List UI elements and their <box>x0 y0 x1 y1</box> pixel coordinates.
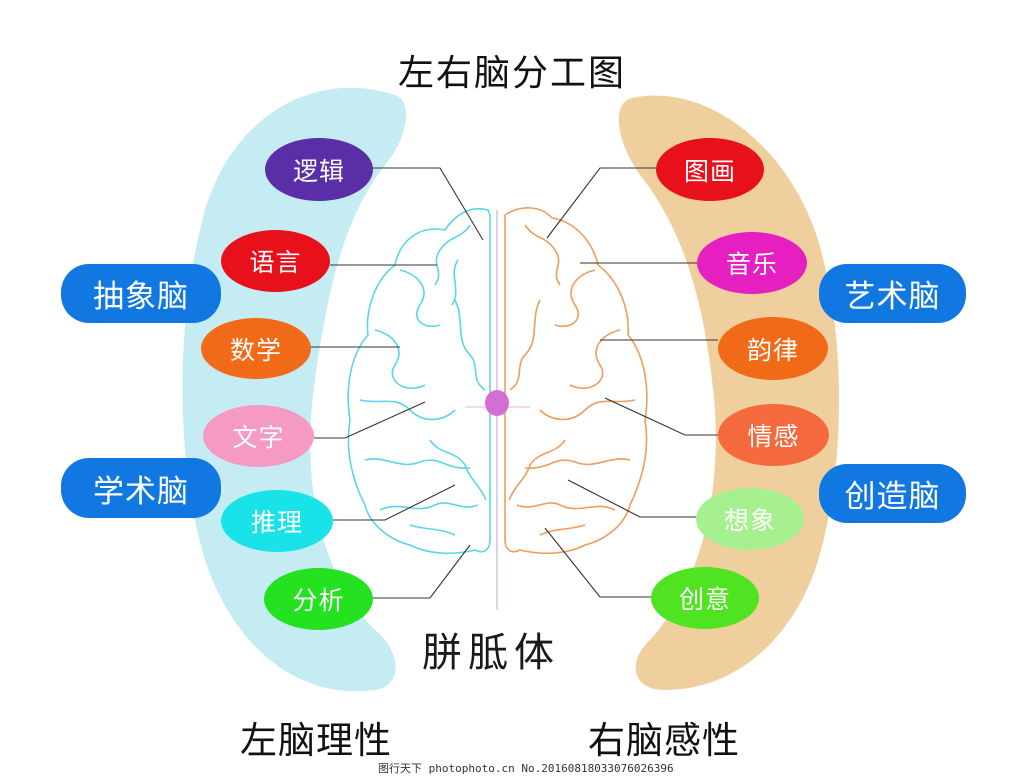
right-brain-caption: 右脑感性 <box>588 719 740 762</box>
left-item-logic: 逻辑 <box>265 138 373 201</box>
right-item-drawing: 图画 <box>656 138 764 201</box>
category-abstract-brain: 抽象脑 <box>61 264 221 323</box>
right-hemisphere <box>504 207 648 555</box>
left-brain-caption: 左脑理性 <box>240 719 392 762</box>
left-item-writing: 文字 <box>203 405 314 467</box>
right-item-creativity: 创意 <box>651 567 759 629</box>
right-item-imagination: 想象 <box>696 488 804 550</box>
left-item-language: 语言 <box>221 230 330 292</box>
footer-watermark: 图行天下 photophoto.cn No.201608180330760263… <box>378 762 674 775</box>
connector-lines <box>310 167 718 599</box>
right-item-music: 音乐 <box>697 232 807 294</box>
left-item-analysis: 分析 <box>264 568 373 630</box>
left-item-math: 数学 <box>201 318 311 379</box>
left-hemisphere <box>347 208 491 555</box>
category-creative-brain: 创造脑 <box>819 464 966 523</box>
corpus-callosum-label: 胼胝体 <box>422 630 560 676</box>
right-item-rhythm: 韵律 <box>718 317 828 380</box>
corpus-callosum-dot <box>485 390 509 416</box>
left-item-reasoning: 推理 <box>221 490 333 552</box>
category-art-brain: 艺术脑 <box>819 264 966 323</box>
right-item-emotion: 情感 <box>718 404 829 466</box>
category-academic-brain: 学术脑 <box>61 458 221 518</box>
diagram-title: 左右脑分工图 <box>397 53 626 94</box>
